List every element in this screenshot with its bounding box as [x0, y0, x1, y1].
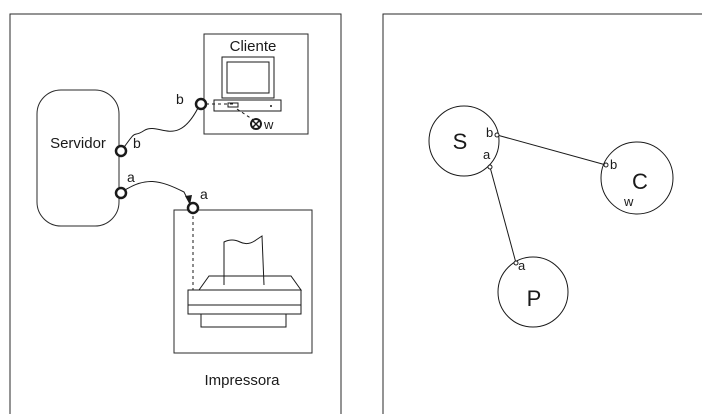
- printer-box: [173, 209, 313, 354]
- node-p: [497, 256, 569, 328]
- server-box: [36, 89, 120, 227]
- node-p-port-a-label: a: [518, 258, 526, 273]
- node-p-label: P: [527, 286, 542, 311]
- server-port-b-label: b: [133, 135, 141, 151]
- node-c-port-b-label: b: [610, 157, 617, 172]
- client-w-dashed-link: [236, 108, 256, 122]
- node-s-label: S: [453, 129, 468, 154]
- left-panel-frame: [9, 13, 342, 414]
- monitor-icon: [213, 56, 282, 112]
- edge-s-p: [489, 166, 517, 264]
- client-port-w-label: w: [263, 117, 274, 132]
- paper-icon: [223, 235, 265, 286]
- printer-port-a-label: a: [200, 186, 208, 202]
- node-c-port-w-label: w: [623, 194, 634, 209]
- client-port-b-label: b: [176, 91, 184, 107]
- link-b: [121, 103, 201, 151]
- link-a: [121, 180, 191, 205]
- right-panel-frame: [382, 13, 702, 414]
- server-port-a-label: a: [127, 169, 135, 185]
- close-circle-icon: [250, 118, 262, 130]
- printer-label: Impressora: [204, 372, 280, 389]
- printer-icon: [187, 235, 302, 328]
- server-label: Servidor: [50, 135, 106, 152]
- printer-port-a: [186, 201, 200, 215]
- node-s-port-b-label: b: [486, 125, 493, 140]
- edge-s-c: [496, 134, 607, 166]
- client-label: Cliente: [230, 38, 277, 55]
- node-s-port-b: [494, 132, 500, 138]
- node-c-label: C: [632, 169, 648, 194]
- node-c-port-b: [603, 162, 609, 168]
- client-port-b: [194, 97, 208, 111]
- node-p-port-a: [513, 260, 519, 266]
- node-s-port-a: [487, 164, 493, 170]
- server-port-a: [114, 186, 128, 200]
- left-panel: Servidor Cliente w Impressora: [9, 13, 342, 414]
- node-c: [600, 141, 674, 215]
- node-s-port-a-label: a: [483, 147, 491, 162]
- client-box: [203, 33, 309, 135]
- node-s: [428, 105, 500, 177]
- right-panel: S b a C b w P a: [382, 13, 702, 414]
- server-port-b: [114, 144, 128, 158]
